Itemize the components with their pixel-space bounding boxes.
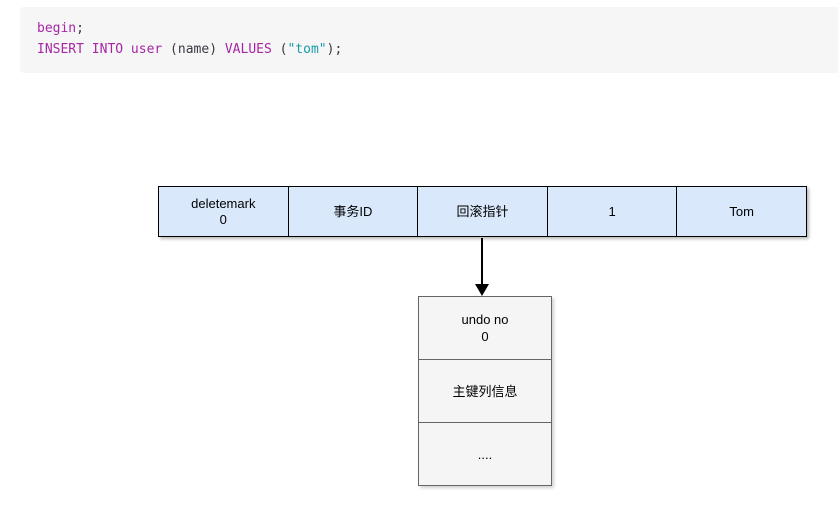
cell-text: 0	[481, 329, 489, 344]
cell-text: ....	[477, 446, 493, 462]
down-arrow-icon	[475, 238, 490, 296]
record-field-cell: 回滚指针	[417, 186, 548, 237]
code-token-string: "tom"	[287, 42, 327, 57]
cell-text: 0	[219, 211, 227, 227]
code-token-plain: ;	[76, 21, 84, 36]
code-token-plain: );	[326, 42, 343, 57]
code-token-keyword: begin	[37, 21, 77, 36]
cell-text: 主键列信息	[452, 383, 518, 399]
cell-text: 事务ID	[333, 203, 373, 219]
undo-log-cell: ....	[418, 422, 552, 486]
sql-code-block: begin;INSERT INTO user (name) VALUES ("t…	[20, 7, 838, 73]
code-token-plain	[123, 42, 131, 57]
arrow-line	[481, 238, 483, 284]
code-token-keyword: VALUES	[224, 42, 272, 57]
cell-text: undo no	[461, 312, 509, 327]
code-token-keyword: user	[130, 42, 163, 57]
undo-log-cell: 主键列信息	[418, 359, 552, 423]
code-token-keyword: INSERT INTO	[37, 42, 124, 57]
cell-text: deletemark	[191, 195, 256, 211]
code-line: begin;	[37, 18, 838, 39]
code-token-plain: (	[271, 42, 288, 57]
record-field-cell: 事务ID	[287, 186, 419, 237]
undo-log-box: undo no 0 主键列信息....	[418, 296, 552, 486]
cell-text: 1	[608, 203, 616, 219]
code-token-plain: (name)	[162, 42, 225, 57]
cell-text: 回滚指针	[456, 203, 509, 219]
record-field-cell: Tom	[676, 186, 807, 237]
code-line: INSERT INTO user (name) VALUES ("tom");	[37, 39, 838, 60]
undo-log-cell: undo no 0	[418, 296, 552, 360]
cell-text: Tom	[729, 203, 754, 219]
arrow-head	[475, 284, 489, 296]
record-field-cell: 1	[546, 186, 678, 237]
